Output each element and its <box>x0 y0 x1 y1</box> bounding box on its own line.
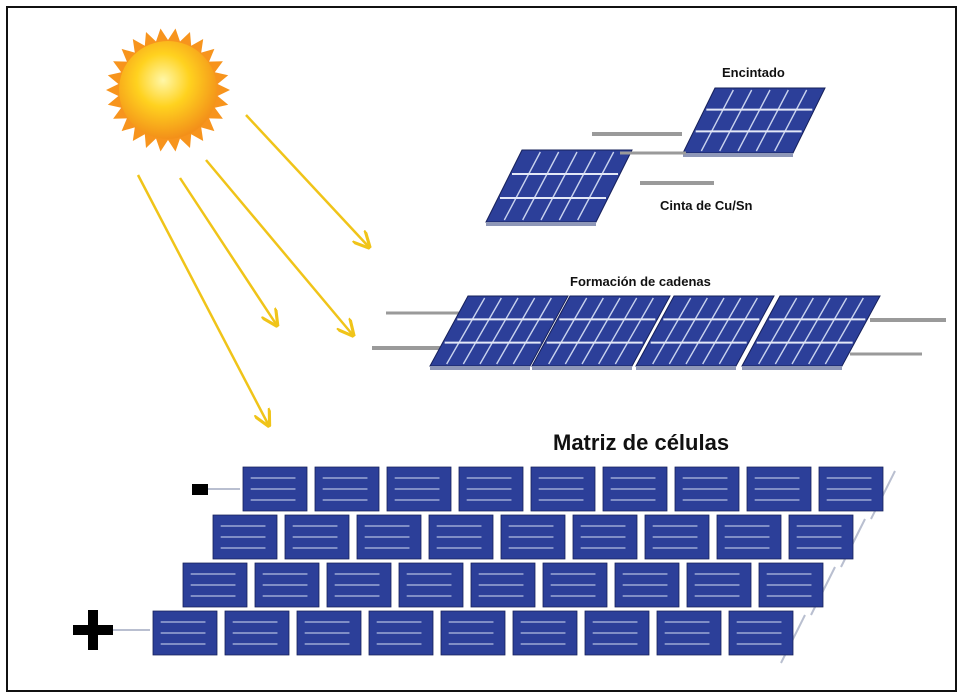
matrix-cell <box>728 610 794 656</box>
string-cell <box>429 295 569 370</box>
matrix-cell <box>182 562 248 608</box>
string-formation-label: Formación de cadenas <box>570 274 711 289</box>
matrix-cell <box>284 514 350 560</box>
string-cell <box>741 295 881 370</box>
matrix-cell <box>470 562 536 608</box>
matrix-cell <box>716 514 782 560</box>
matrix-cell <box>530 466 596 512</box>
matrix-cell <box>788 514 854 560</box>
encintado-cell <box>485 149 633 226</box>
matrix-cell <box>758 562 824 608</box>
matrix-cell <box>572 514 638 560</box>
cell-matrix <box>113 466 896 664</box>
string-cell <box>635 295 775 370</box>
matrix-cell <box>512 610 578 656</box>
matrix-cell <box>296 610 362 656</box>
sunlight-arrows <box>136 114 368 424</box>
matrix-cell <box>458 466 524 512</box>
sunlight-arrow-icon <box>245 114 368 246</box>
cinta-label: Cinta de Cu/Sn <box>660 198 753 213</box>
matrix-cell <box>224 610 290 656</box>
matrix-cell <box>644 514 710 560</box>
string-formation-section <box>372 295 946 370</box>
matrix-cell <box>746 466 812 512</box>
matrix-cell <box>368 610 434 656</box>
matrix-cell <box>212 514 278 560</box>
matrix-cell <box>398 562 464 608</box>
matrix-cell <box>326 562 392 608</box>
sunlight-arrow-icon <box>205 159 352 334</box>
cell-matrix-label: Matriz de células <box>553 430 729 455</box>
matrix-cell <box>356 514 422 560</box>
matrix-cell <box>818 466 884 512</box>
matrix-cell <box>386 466 452 512</box>
positive-terminal-icon <box>73 610 113 650</box>
sunlight-arrow-icon <box>178 177 276 324</box>
sun-icon <box>106 28 230 152</box>
matrix-cell <box>686 562 752 608</box>
matrix-cell <box>584 610 650 656</box>
matrix-cell <box>242 466 308 512</box>
matrix-cell <box>602 466 668 512</box>
matrix-cell <box>440 610 506 656</box>
sunlight-arrow-icon <box>136 174 268 424</box>
matrix-cell <box>542 562 608 608</box>
matrix-cell <box>614 562 680 608</box>
encintado-label: Encintado <box>722 65 785 80</box>
matrix-cell <box>500 514 566 560</box>
encintado-cell <box>682 87 826 157</box>
matrix-cell <box>428 514 494 560</box>
sun-disc <box>119 41 217 139</box>
matrix-cell <box>674 466 740 512</box>
negative-terminal-icon <box>192 484 208 495</box>
matrix-cell <box>254 562 320 608</box>
matrix-cell <box>314 466 380 512</box>
encintado-section <box>485 87 826 226</box>
string-cell <box>531 295 671 370</box>
matrix-cell <box>152 610 218 656</box>
matrix-cell <box>656 610 722 656</box>
